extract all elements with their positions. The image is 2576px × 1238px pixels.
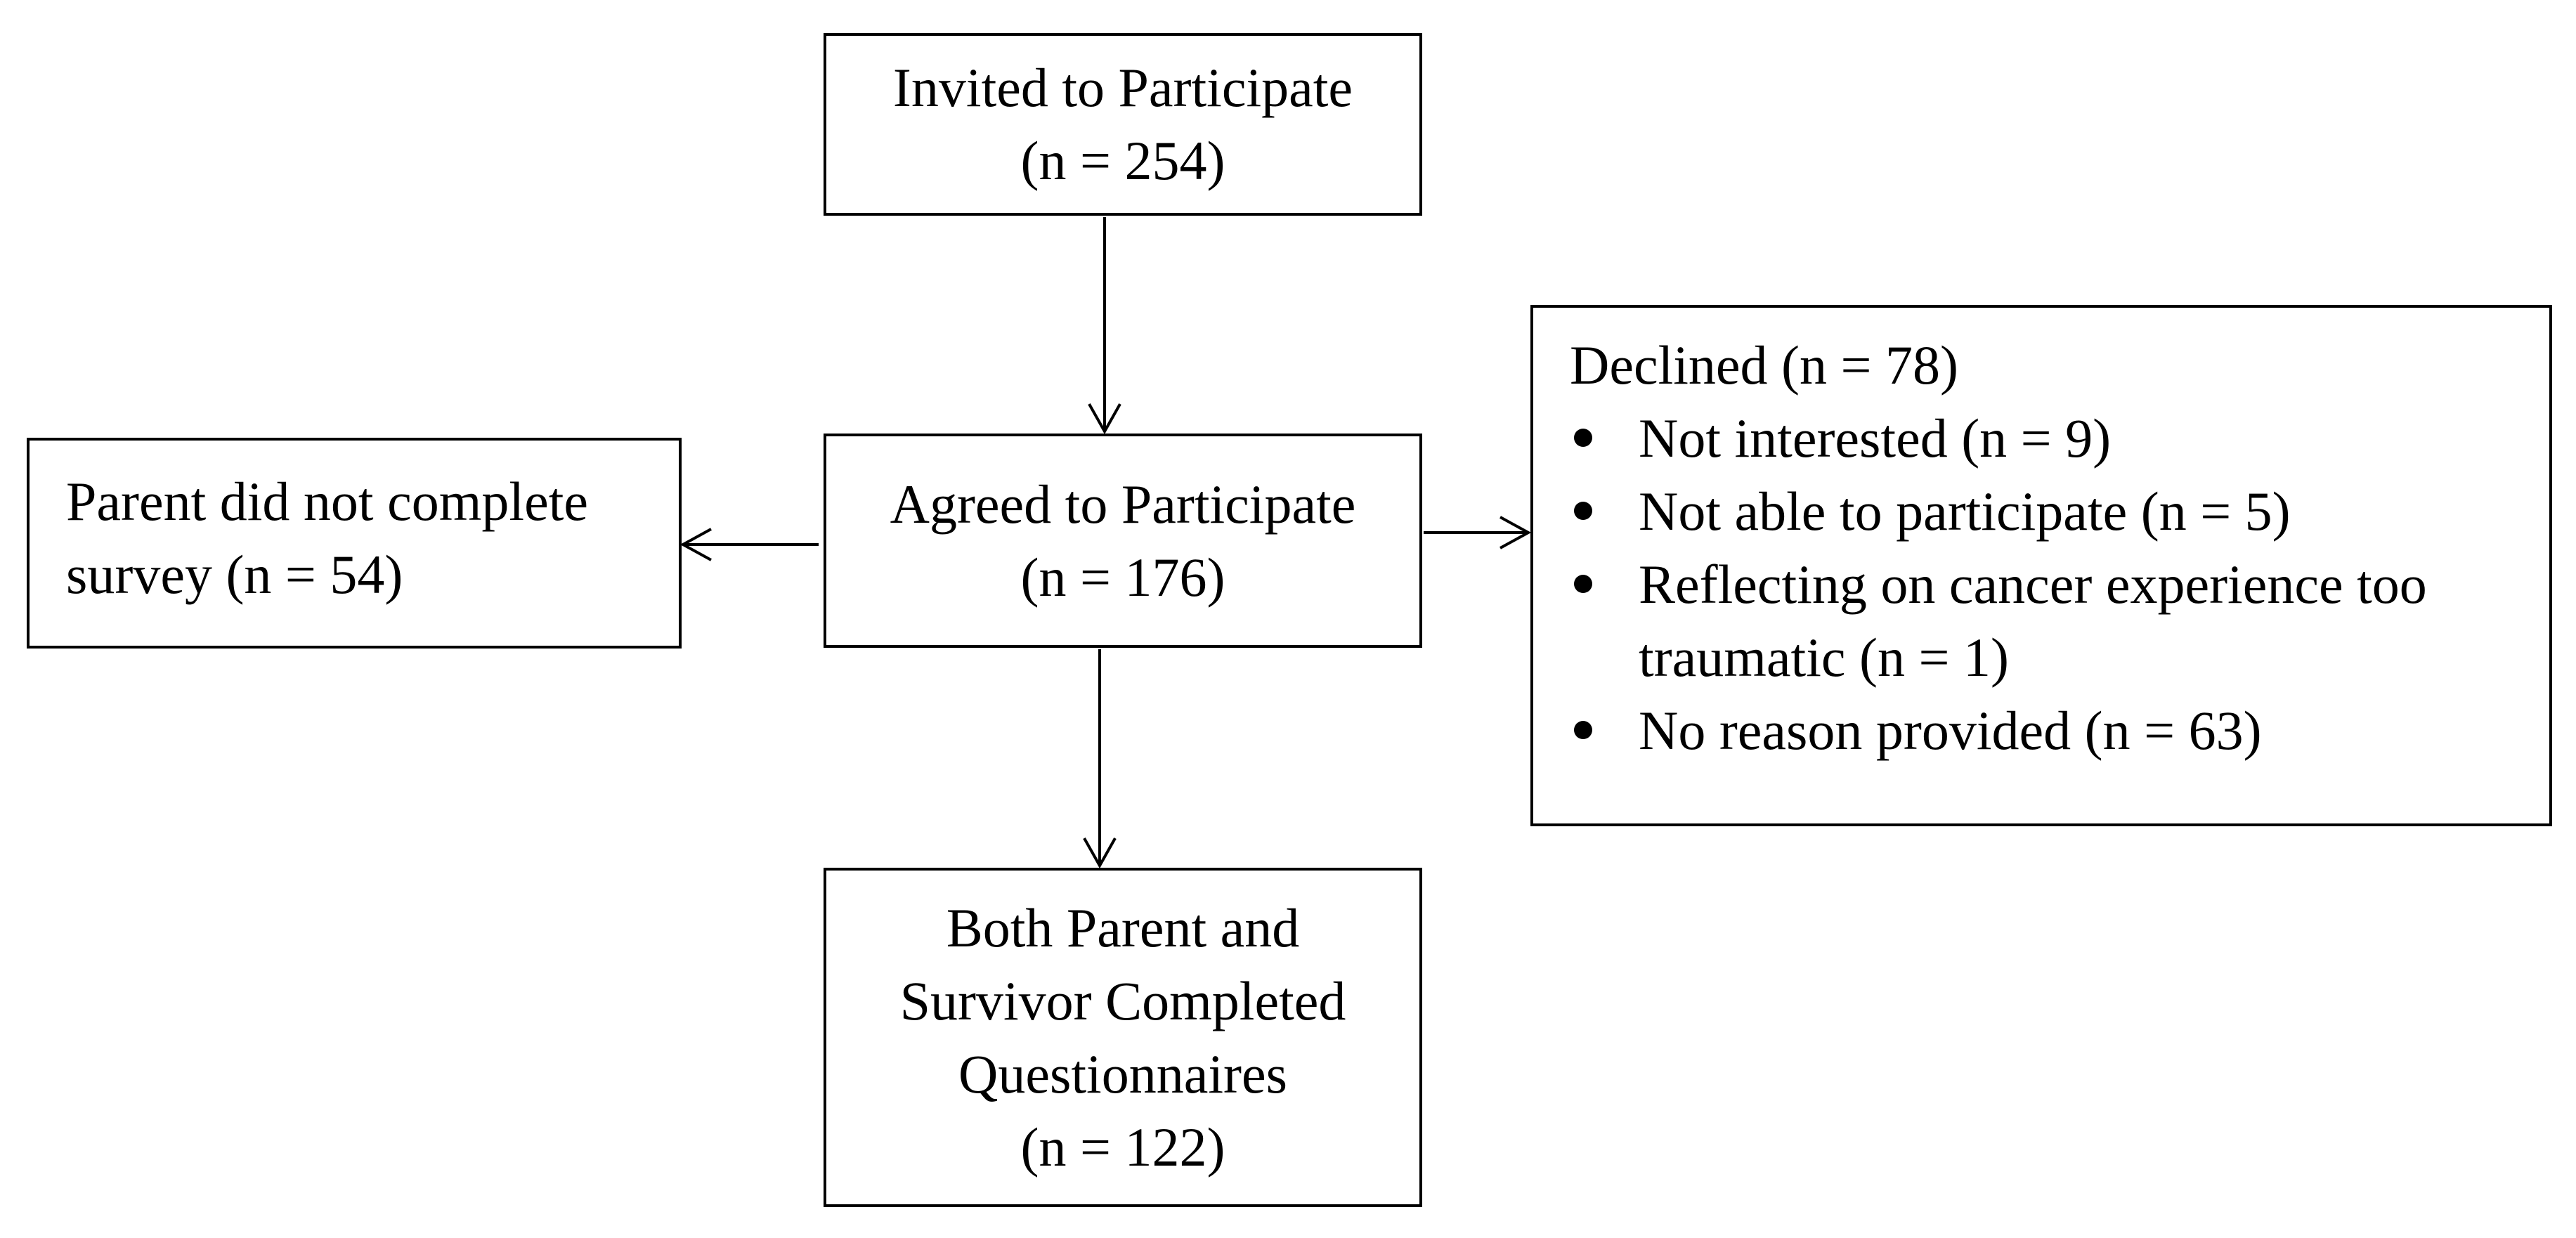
node-parent-incomplete: Parent did not complete survey (n = 54) [27,438,682,649]
arrowhead-agreed-top [1088,403,1121,435]
declined-reason-item: Not able to participate (n = 5) [1570,475,2549,548]
node-parent-incomplete-line: survey (n = 54) [66,544,403,605]
declined-reason-item: No reason provided (n = 63) [1570,694,2549,767]
node-both-completed: Both Parent and Survivor Completed Quest… [824,868,1422,1207]
declined-reason-item: Not interested (n = 9) [1570,402,2549,475]
node-both-completed-line: (n = 122) [1020,1116,1225,1178]
node-both-completed-line: Both Parent and [946,897,1300,958]
arrowhead-both-top [1083,838,1117,869]
declined-reason-line: traumatic (n = 1) [1639,627,2009,688]
node-agreed: Agreed to Participate (n = 176) [824,434,1422,648]
node-agreed-line: Agreed to Participate [890,473,1356,535]
node-agreed-line: (n = 176) [1020,546,1225,608]
declined-reason-list: Not interested (n = 9) Not able to parti… [1570,402,2549,767]
bullet-icon [1574,721,1592,739]
declined-reason-line: Not interested (n = 9) [1639,408,2112,469]
bullet-icon [1574,429,1592,447]
node-both-completed-line: Survivor Completed [899,970,1346,1031]
declined-reason-line: No reason provided (n = 63) [1639,700,2262,761]
node-both-completed-line: Questionnaires [958,1043,1287,1105]
bullet-icon [1574,575,1592,593]
node-declined: Declined (n = 78) Not interested (n = 9)… [1530,305,2552,826]
declined-reason-line: Not able to participate (n = 5) [1639,481,2291,542]
arrowhead-declined-left [1500,516,1532,549]
declined-reason-item: Reflecting on cancer experience too trau… [1570,548,2549,694]
node-invited-line: Invited to Participate [892,57,1353,118]
node-invited-line: (n = 254) [1020,130,1225,191]
node-parent-incomplete-line: Parent did not complete [66,471,588,532]
bullet-icon [1574,502,1592,520]
declined-reason-line: Reflecting on cancer experience too [1639,554,2427,615]
node-invited: Invited to Participate (n = 254) [824,33,1422,216]
arrowhead-parent-right [679,528,712,561]
node-declined-title: Declined (n = 78) [1570,334,1958,396]
